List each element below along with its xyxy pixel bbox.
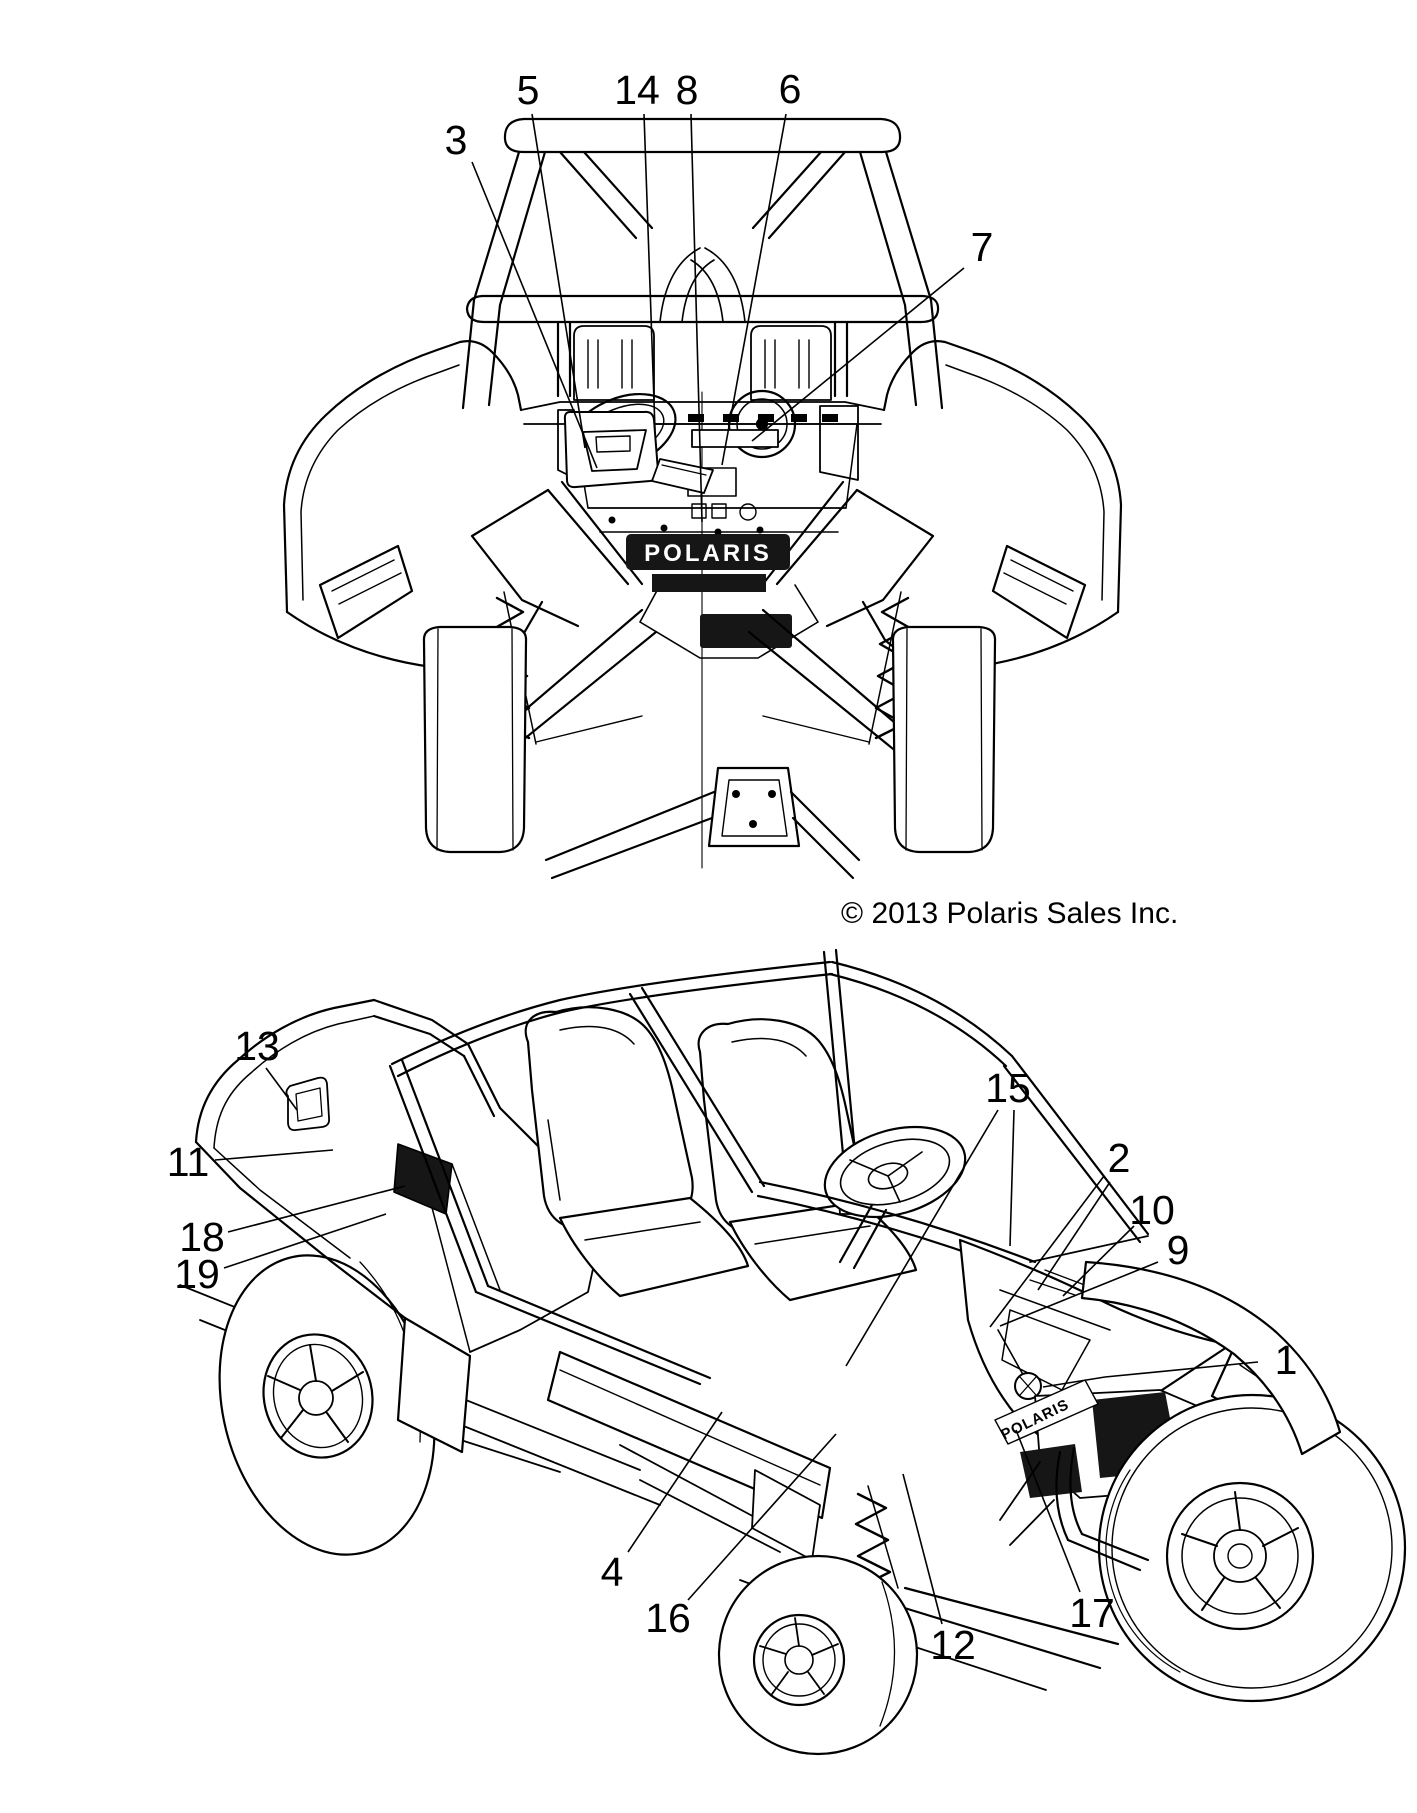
leader-line-1 bbox=[1042, 1376, 1106, 1388]
callout-10: 10 bbox=[1129, 1187, 1175, 1233]
rear-roll-cage bbox=[461, 117, 944, 410]
leader-line-12 bbox=[902, 1473, 943, 1625]
vehicle-iso-view-art: POLARIS bbox=[179, 948, 1407, 1756]
vehicle-rear-view-art: POLARIS bbox=[282, 117, 1123, 880]
rear-suspension bbox=[482, 591, 923, 880]
leader-line-9 bbox=[999, 1261, 1159, 1327]
callout-1: 1 bbox=[1275, 1337, 1298, 1383]
rear-warning-label bbox=[691, 429, 779, 448]
leader-line-3 bbox=[471, 161, 598, 469]
leader-line-8 bbox=[690, 113, 703, 523]
callout-16: 16 bbox=[645, 1595, 691, 1641]
callout-14: 14 bbox=[614, 67, 660, 113]
callout-13: 13 bbox=[234, 1023, 280, 1069]
rear-left-tire bbox=[422, 625, 528, 854]
leader-line-6 bbox=[721, 113, 787, 466]
leader-line-4 bbox=[627, 1411, 723, 1553]
callout-18: 18 bbox=[179, 1214, 225, 1260]
iso-front-fender bbox=[1080, 1260, 1342, 1456]
iso-front-right-tire bbox=[1097, 1393, 1407, 1703]
leader-line-15 bbox=[845, 1109, 999, 1367]
leader-line-13 bbox=[265, 1067, 298, 1111]
leader-line-2 bbox=[989, 1175, 1105, 1328]
callout-2: 2 bbox=[1108, 1135, 1131, 1181]
callout-15: 15 bbox=[985, 1065, 1031, 1111]
leader-line-16 bbox=[687, 1433, 837, 1601]
iso-steering-wheel bbox=[823, 1125, 967, 1270]
callout-19: 19 bbox=[174, 1251, 220, 1297]
callout-4: 4 bbox=[601, 1549, 624, 1595]
callout-3: 3 bbox=[445, 117, 468, 163]
callout-11: 11 bbox=[167, 1139, 210, 1185]
leader-line-18 bbox=[227, 1185, 406, 1233]
rear-bumper bbox=[470, 480, 935, 659]
iso-front-left-tire bbox=[717, 1554, 919, 1756]
leader-line-15 bbox=[1009, 1109, 1015, 1247]
leader-line-11 bbox=[214, 1149, 334, 1161]
callout-12: 12 bbox=[930, 1622, 976, 1668]
callout-9: 9 bbox=[1167, 1227, 1190, 1273]
leader-line-7 bbox=[751, 267, 965, 442]
front-polaris-decal-band bbox=[994, 1379, 1099, 1445]
leader-line-17 bbox=[1015, 1429, 1081, 1593]
copyright-notice: © 2013 Polaris Sales Inc. bbox=[841, 897, 1179, 930]
leader-line-1 bbox=[1104, 1361, 1259, 1378]
iso-rear-fender bbox=[194, 998, 602, 1454]
callout-17: 17 bbox=[1069, 1590, 1115, 1636]
rear-right-tire bbox=[891, 625, 997, 854]
iso-seats bbox=[524, 1006, 918, 1302]
leader-line-2 bbox=[1037, 1181, 1111, 1291]
polaris-rear-decal: POLARIS bbox=[644, 540, 772, 567]
rear-polaris-decal-band bbox=[626, 534, 790, 570]
leader-line-14 bbox=[643, 113, 656, 431]
rear-gauge-pod bbox=[687, 389, 797, 521]
leader-line-10 bbox=[1062, 1225, 1135, 1297]
callout-5: 5 bbox=[517, 67, 540, 113]
callout-6: 6 bbox=[779, 66, 802, 112]
callout-8: 8 bbox=[676, 67, 699, 113]
leader-line-19 bbox=[223, 1213, 387, 1269]
callout-7: 7 bbox=[971, 224, 994, 270]
leader-line-5 bbox=[531, 113, 586, 449]
rear-seat-headrests bbox=[573, 325, 832, 401]
